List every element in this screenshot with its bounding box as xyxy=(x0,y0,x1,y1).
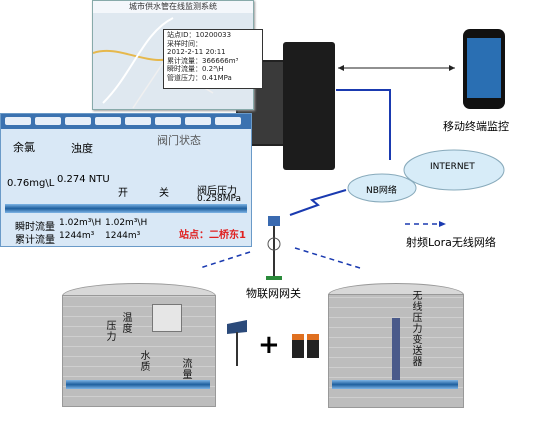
internet-label: INTERNET xyxy=(430,162,475,172)
gateway-right-link xyxy=(294,247,361,269)
pressure-label: 阀后压力 xyxy=(197,186,237,197)
pressure-transmitter xyxy=(392,318,400,380)
pc-internet-link xyxy=(336,89,391,160)
cumulative-value-1: 1244m³ xyxy=(59,231,95,241)
pc-tower xyxy=(283,42,335,170)
gateway-antenna-icon xyxy=(266,216,282,280)
nb-cloud xyxy=(347,173,417,203)
left-level-label: 水质 xyxy=(138,350,149,372)
solar-panel-icon xyxy=(227,320,247,366)
station-id: 站点ID：10200033 xyxy=(167,31,232,39)
phone-screen xyxy=(467,38,501,98)
left-flow-label: 流量 xyxy=(180,358,191,380)
turbidity-value: 0.274 NTU xyxy=(57,174,110,185)
instant-flow-value-1: 1.02m³\H xyxy=(59,218,102,228)
map-title: 城市供水管在线监测系统 xyxy=(93,1,253,13)
internet-cloud xyxy=(403,149,505,191)
mobile-monitor-label: 移动终端监控 xyxy=(443,120,509,133)
scada-pipe xyxy=(5,204,247,213)
valve-section-title: 阀门状态 xyxy=(157,134,201,147)
plus-sign: + xyxy=(258,330,280,360)
arrow-left-icon xyxy=(338,65,344,71)
left-controller xyxy=(152,304,182,332)
sample-time: 2012-2-11 20:11 xyxy=(167,48,226,56)
cumulative-value-2: 1244m³ xyxy=(105,231,141,241)
left-pipe xyxy=(66,380,210,389)
turbidity-label: 浊度 xyxy=(71,142,93,155)
right-sensor-label: 无线压力变送器 xyxy=(410,290,421,367)
pressure-value: 0.258MPa xyxy=(197,194,242,204)
left-pressure-label: 压力 xyxy=(104,320,115,342)
right-pipe xyxy=(332,380,458,389)
instant-flow-label: 瞬时流量 xyxy=(15,222,55,233)
scada-window: 余氯 0.76mg\L 浊度 0.274 NTU 阀门状态 开 关 阀后压力 0… xyxy=(0,113,252,247)
sample-time-label: 采样时间： xyxy=(167,39,202,48)
arrow-right-icon xyxy=(449,65,455,71)
iot-gateway-label: 物联网网关 xyxy=(246,287,301,300)
nb-network-label: NB网络 xyxy=(366,186,397,196)
station-name: 站点：二桥东1 xyxy=(179,230,246,241)
cumulative-flow: 累计流量：366666m³ xyxy=(167,56,239,65)
cumulative-flow-label: 累计流量 xyxy=(15,235,55,246)
rf-network-label: 射频Lora无线网络 xyxy=(406,236,496,249)
scada-toolbar xyxy=(1,114,251,129)
chlorine-label: 余氯 xyxy=(13,141,35,154)
instant-flow: 瞬时流量：0.2³\H xyxy=(167,65,224,73)
left-temp-label: 温度 xyxy=(120,312,131,334)
phone xyxy=(463,29,505,109)
map-window: 城市供水管在线监测系统 站点ID：10200033 采样时间： 2012-2-1… xyxy=(92,0,263,110)
gateway-left-link xyxy=(199,251,251,269)
valve-close: 关 xyxy=(159,188,169,199)
instant-flow-value-2: 1.02m³\H xyxy=(105,218,148,228)
map-info-bubble: 站点ID：10200033 采样时间： 2012-2-11 20:11 累计流量… xyxy=(163,29,263,89)
chlorine-value: 0.76mg\L xyxy=(7,178,55,189)
pipe-pressure: 管道压力：0.41MPa xyxy=(167,73,232,82)
valve-open: 开 xyxy=(118,188,128,199)
battery-icon xyxy=(292,334,319,358)
lightning-link xyxy=(289,189,347,216)
rf-arrow-icon xyxy=(439,221,446,227)
